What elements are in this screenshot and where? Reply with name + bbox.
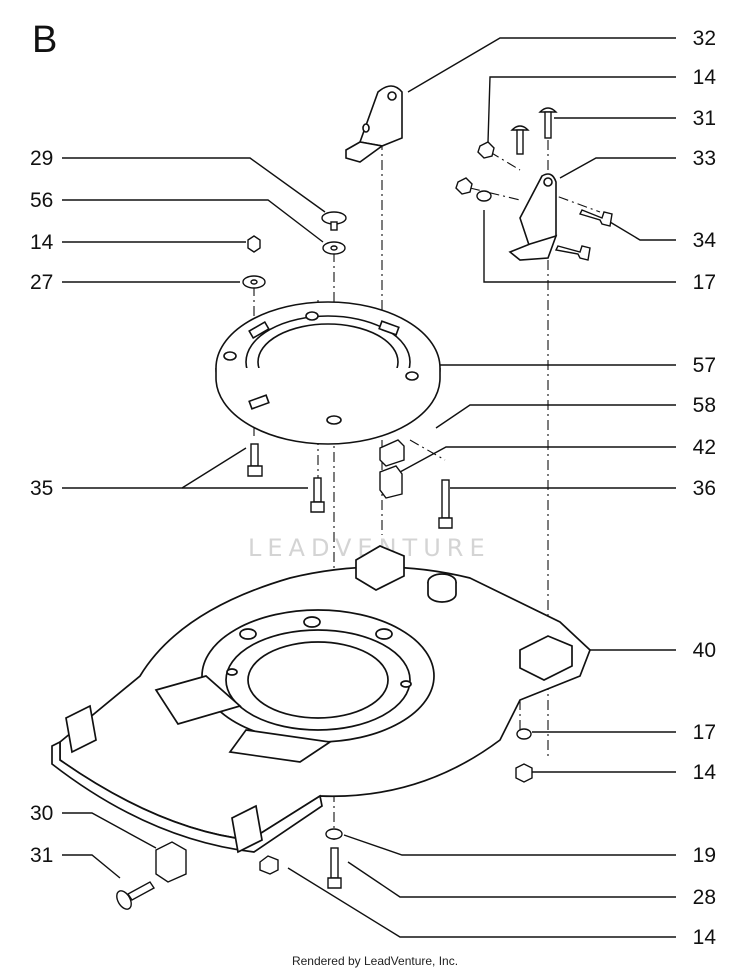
callout-56: 56: [30, 189, 53, 212]
bolt-part-36: [438, 479, 453, 529]
callout-14: 14: [693, 66, 717, 89]
callout-17: 17: [693, 721, 716, 744]
section-letter: B: [32, 19, 57, 61]
callout-33: 33: [693, 147, 716, 170]
bolts-part-34: [554, 209, 613, 261]
washer-part-17-bottom: [516, 728, 532, 740]
pad-part-42: [379, 465, 403, 499]
callout-19: 19: [693, 844, 716, 867]
callout-57: 57: [693, 354, 716, 377]
callout-42: 42: [693, 436, 716, 459]
bolt-part-31-bottom: [116, 881, 156, 910]
ring-plate-part-57: [215, 301, 441, 445]
callout-14: 14: [693, 926, 717, 949]
washer-part-56: [322, 241, 346, 255]
callout-31: 31: [693, 107, 716, 130]
callout-14: 14: [30, 231, 54, 254]
washer-part-17-top: [476, 190, 492, 202]
nut-part-14-bottom: [259, 855, 279, 875]
callout-32: 32: [693, 27, 716, 50]
callout-29: 29: [30, 147, 53, 170]
callout-36: 36: [693, 477, 716, 500]
callout-14: 14: [693, 761, 717, 784]
bracket-part-32: [345, 85, 403, 163]
callout-35: 35: [30, 477, 53, 500]
clip-part-30: [155, 841, 187, 883]
nut-part-14-bottom-right: [515, 763, 533, 783]
deck-housing-part-40: [51, 545, 591, 854]
bracket-part-33: [508, 173, 558, 261]
leader-lines: [62, 37, 676, 938]
callout-27: 27: [30, 271, 53, 294]
footer-credit: Rendered by LeadVenture, Inc.: [291, 954, 459, 968]
callout-31: 31: [30, 844, 53, 867]
callout-17: 17: [693, 271, 716, 294]
washer-part-27: [242, 275, 266, 289]
callout-30: 30: [30, 802, 53, 825]
callout-34: 34: [693, 229, 717, 252]
callout-58: 58: [693, 394, 716, 417]
cap-part-29: [321, 211, 347, 231]
clip-part-58: [379, 439, 405, 467]
callout-28: 28: [693, 886, 716, 909]
hex-nut-part-14-top: [455, 141, 495, 195]
carriage-bolts-part-31: [510, 107, 558, 155]
bolt-part-28: [327, 847, 342, 889]
bolts-part-35: [247, 443, 325, 513]
nut-part-14-left: [247, 235, 261, 253]
washer-part-19: [325, 828, 343, 840]
callout-40: 40: [693, 639, 716, 662]
